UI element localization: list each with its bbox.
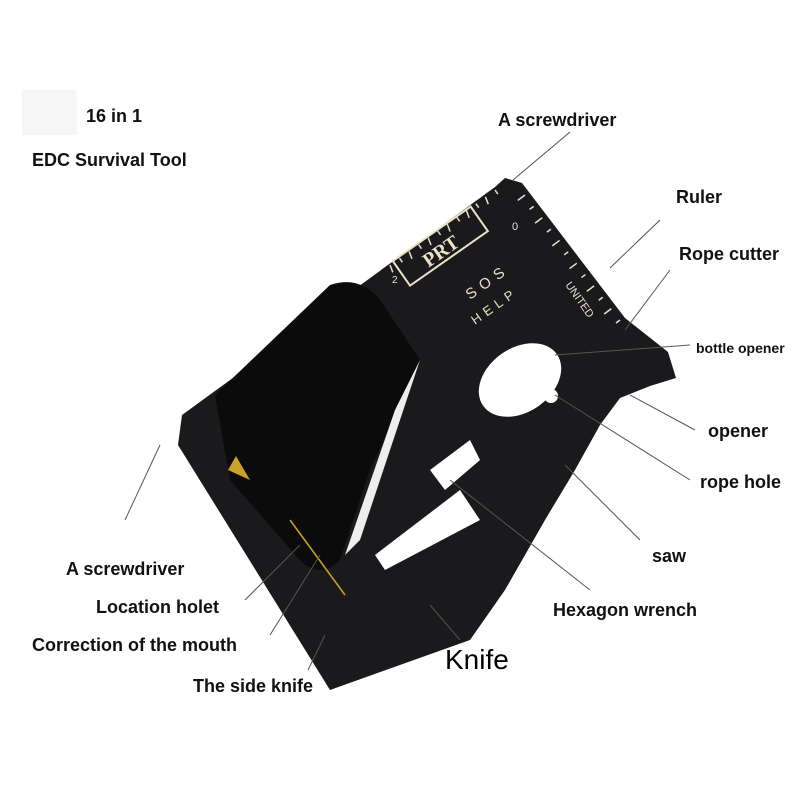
title-line-1: 16 in 1 — [86, 106, 143, 126]
label-hexagon-wrench: Hexagon wrench — [553, 600, 698, 620]
cord-wrap — [215, 282, 420, 570]
knife-slot — [375, 490, 480, 570]
ruler-tick — [418, 244, 423, 250]
leader-lines — [124, 131, 696, 671]
ruler-ticks — [389, 189, 621, 324]
ruler-tick — [581, 273, 586, 279]
label-saw: saw — [652, 546, 687, 566]
ruler-tick — [437, 230, 442, 236]
label-screwdriver-left: A screwdriver — [66, 559, 185, 579]
ruler-tick — [586, 285, 595, 292]
ruler-tick — [603, 308, 612, 315]
hexagon-wrench-slot — [430, 440, 480, 490]
ruler-tick — [494, 189, 499, 195]
label-correction-of-mouth: Correction of the mouth — [32, 635, 237, 655]
ruler-tick — [475, 203, 480, 209]
ruler-tick — [408, 251, 413, 260]
label-location-hole: Location holet — [96, 597, 219, 617]
label-rope-hole: rope hole — [700, 472, 782, 492]
bottle-opener-hole — [478, 343, 562, 417]
ruler-tick — [456, 216, 461, 222]
ruler-tick — [484, 196, 490, 205]
label-ruler: Ruler — [676, 187, 723, 207]
ruler-tick — [517, 194, 526, 201]
ruler-tick — [398, 257, 404, 263]
cord-white-edge — [345, 360, 420, 555]
location-line — [289, 519, 346, 596]
blank-patch — [22, 90, 77, 135]
brand-badge — [391, 205, 490, 288]
label-rope-cutter: Rope cutter — [679, 244, 780, 264]
ruler-tick — [551, 239, 560, 247]
ruler-tick — [598, 296, 604, 301]
label-side-knife: The side knife — [193, 676, 314, 696]
title-line-2: EDC Survival Tool — [32, 150, 187, 170]
ruler-tick — [529, 205, 535, 210]
ruler-tick — [427, 237, 432, 246]
side-knife-accent — [228, 456, 250, 480]
ruler-tick — [446, 223, 451, 232]
label-screwdriver-top: A screwdriver — [498, 110, 617, 130]
ruler-two: 2 — [392, 275, 398, 286]
ruler-tick — [534, 217, 543, 224]
ruler-zero: 0 — [512, 221, 518, 233]
ruler-tick — [546, 228, 552, 233]
label-bottle-opener: bottle opener — [696, 340, 785, 356]
ruler-tick — [569, 262, 578, 270]
ruler-tick — [389, 264, 394, 273]
ruler-tick — [465, 210, 470, 219]
label-knife: Knife — [445, 644, 509, 675]
ruler-tick — [563, 251, 569, 256]
rope-hole — [544, 389, 558, 403]
saw-teeth — [551, 425, 612, 528]
ruler-tick — [615, 319, 621, 324]
label-opener: opener — [708, 421, 769, 441]
